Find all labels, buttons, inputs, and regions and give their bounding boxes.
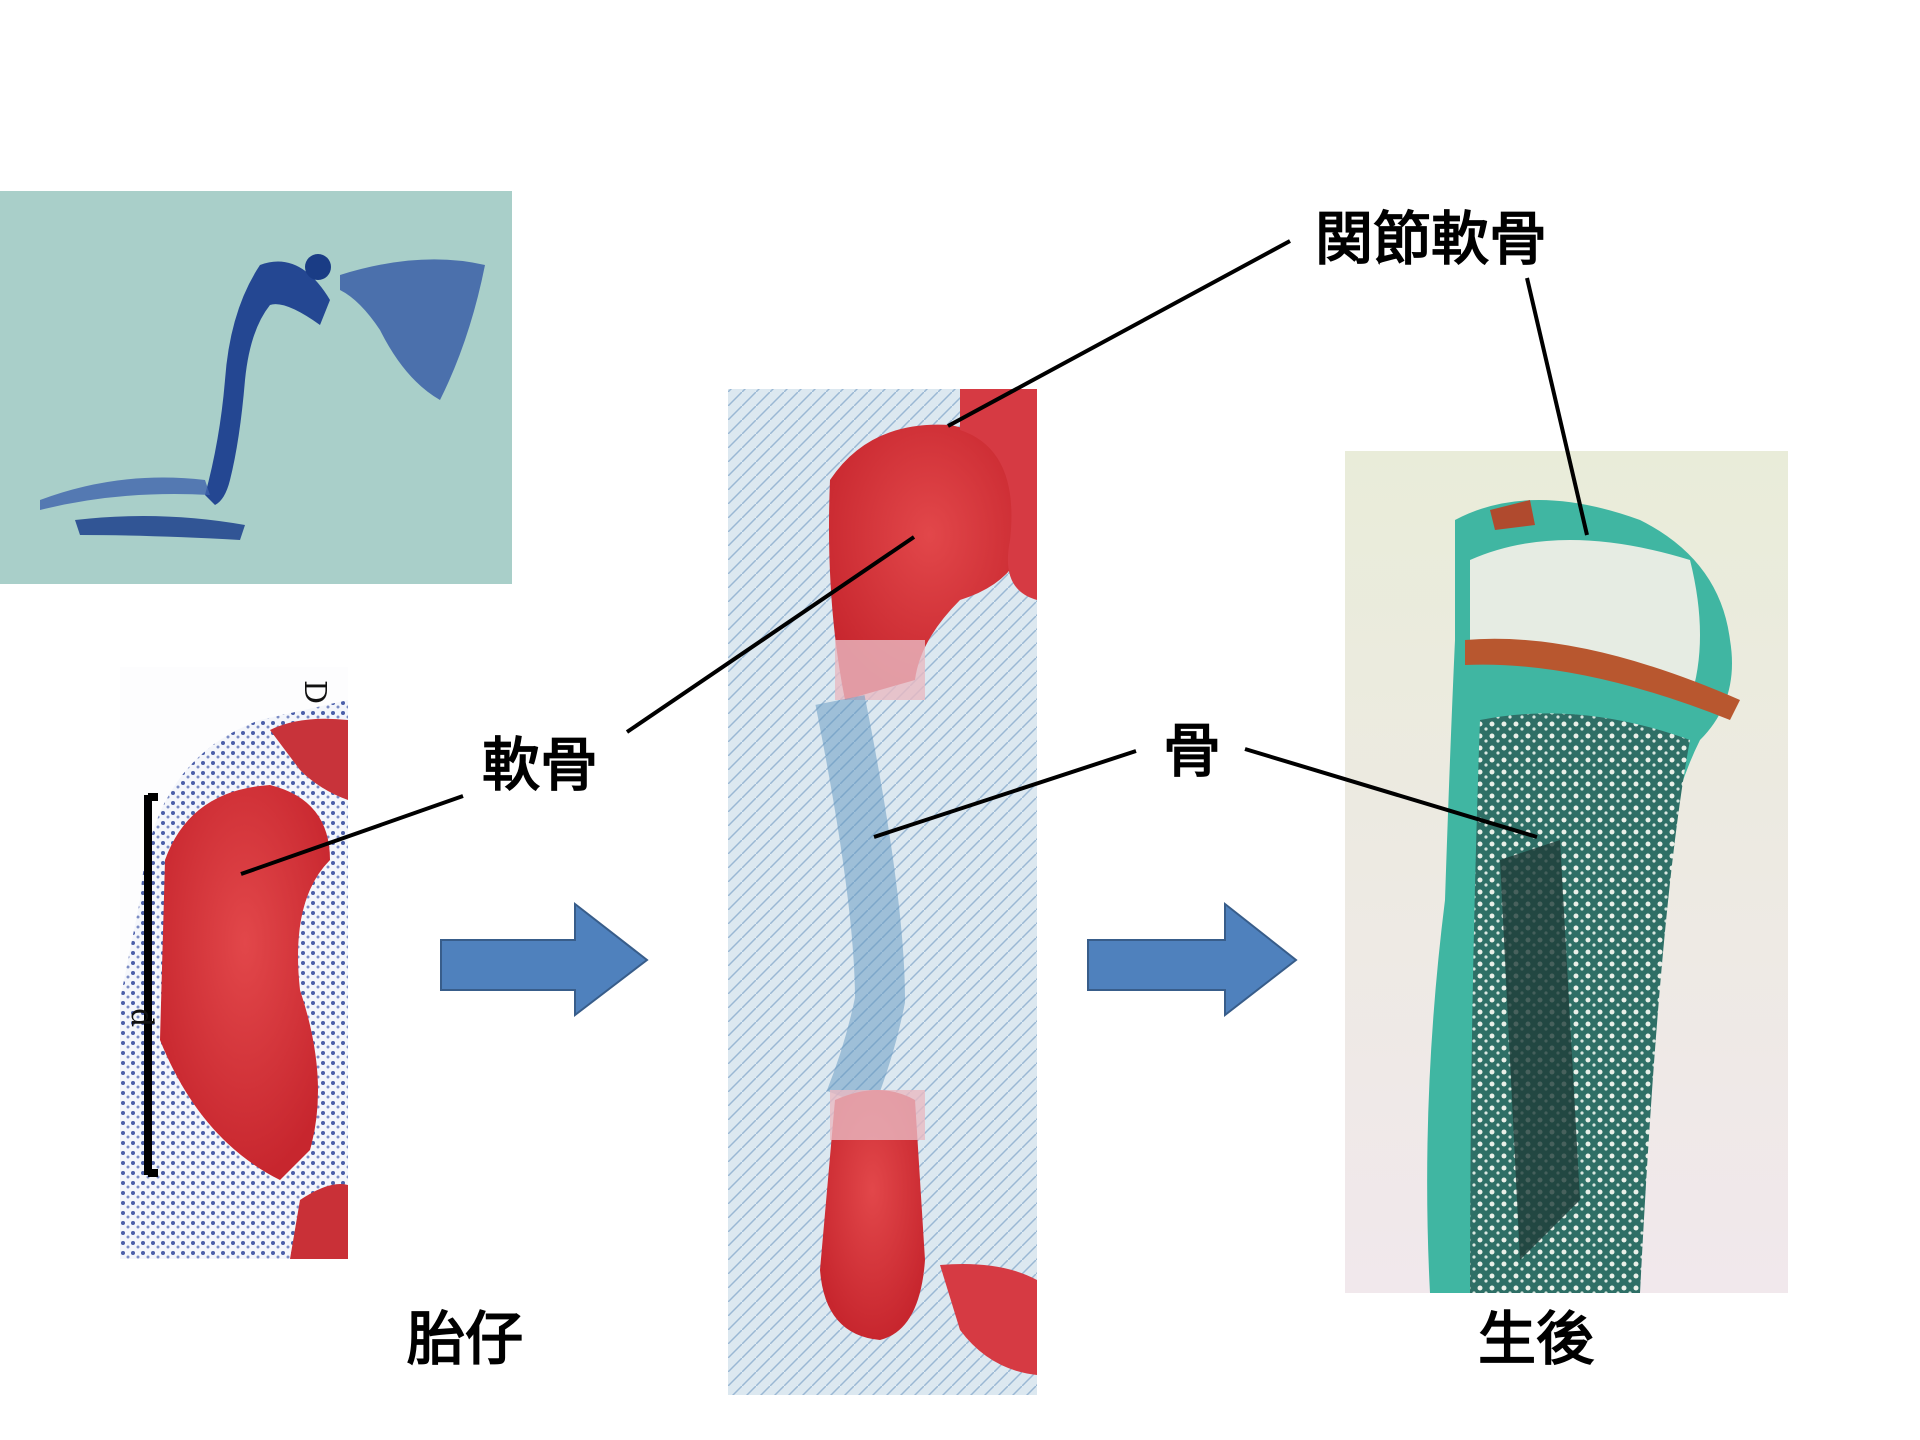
scale-bar — [144, 793, 158, 1177]
leader-lines — [240, 239, 1589, 876]
developing-bone-histology-image — [728, 389, 1037, 1395]
arrow-right-1 — [440, 901, 649, 1018]
arrow-right-2 — [1087, 901, 1298, 1018]
leader-bone-middle — [873, 749, 1137, 839]
leader-cartilage-middle — [625, 535, 916, 734]
leader-articular-middle — [947, 239, 1291, 428]
leader-bone-right — [1244, 747, 1538, 839]
label-bone: 骨 — [1163, 717, 1222, 785]
leader-articular-right — [1525, 277, 1589, 536]
label-cartilage: 軟骨 — [482, 731, 599, 799]
label-embryo: 胎仔 — [407, 1305, 524, 1373]
leader-cartilage-embryo — [240, 794, 464, 876]
label-articular-cartilage: 関節軟骨 — [1315, 205, 1548, 273]
embryo-histology-image: D d — [120, 667, 348, 1259]
postnatal-bone-histology-image — [1345, 451, 1788, 1293]
micrograph-mark-upper: D — [297, 680, 332, 704]
whole-mount-limb-image — [0, 191, 512, 584]
micrograph-mark-lower: d — [124, 1008, 159, 1027]
label-postnatal: 生後 — [1478, 1305, 1595, 1373]
